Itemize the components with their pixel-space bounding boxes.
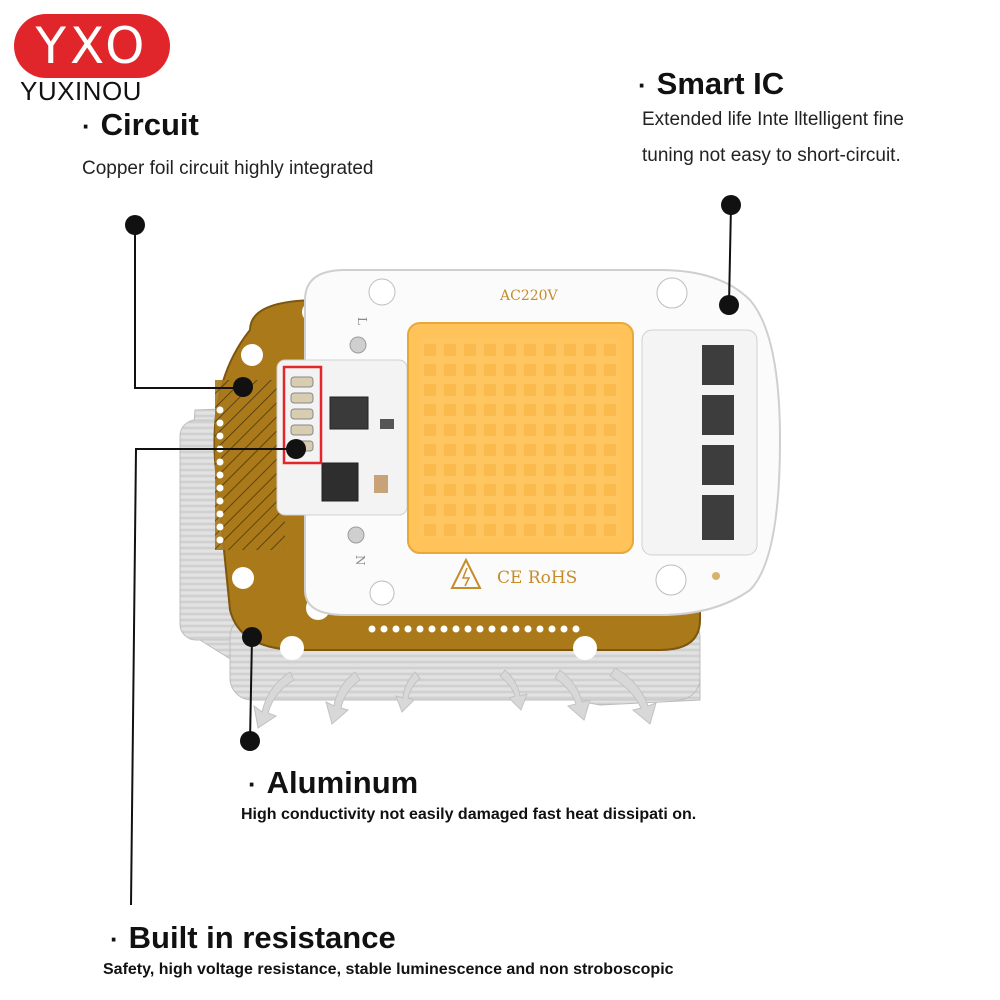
ic-chip-4 — [702, 495, 734, 540]
bullet: · — [248, 769, 257, 799]
copper-hatch-left — [215, 380, 285, 550]
pcb-notch — [232, 567, 254, 589]
bullet: · — [638, 70, 647, 100]
circuit-leader-dot-end — [233, 377, 253, 397]
mount-hole — [368, 278, 396, 306]
resistance-description: Safety, high voltage resistance, stable … — [103, 961, 674, 978]
aluminum-title: Aluminum — [266, 765, 419, 800]
smart-ic-leader-dot-top — [721, 195, 741, 215]
pcb-notch — [573, 636, 597, 660]
ic-chip-3 — [702, 445, 734, 485]
aluminum-leader-line — [249, 636, 253, 742]
brand-name: YUXINOU — [20, 76, 142, 106]
cert-label: CE RoHS — [497, 568, 577, 588]
pin-n-label: N — [353, 555, 367, 566]
voltage-label: AC220V — [499, 288, 559, 304]
circuit-description: Copper foil circuit highly integrated — [82, 158, 374, 179]
resistance-heading: · Built in resistance — [110, 920, 396, 956]
ic-chip-1 — [702, 345, 734, 385]
aluminum-description: High conductivity not easily damaged fas… — [241, 806, 697, 823]
smd-capacitor — [374, 475, 388, 493]
bullet: · — [82, 111, 91, 141]
circuit-leader-dot-top — [125, 215, 145, 235]
circuit-leader-line — [134, 225, 243, 389]
driver-chip — [329, 396, 369, 430]
resistance-highlight-box — [282, 365, 323, 465]
mount-hole — [655, 564, 687, 596]
pcb-notch — [241, 344, 263, 366]
aluminum-leader-dot-end — [240, 731, 260, 751]
warning-icon — [450, 557, 482, 589]
resistance-title: Built in resistance — [128, 920, 396, 955]
led-grid — [420, 338, 620, 538]
bullet: · — [110, 924, 119, 954]
smart-ic-leader-line — [728, 204, 732, 306]
pcb-notch — [280, 636, 304, 660]
driver-chip-ic — [321, 462, 359, 502]
copper-pad-row — [368, 625, 580, 633]
aluminum-leader-dot-top — [242, 627, 262, 647]
smd-component — [380, 419, 394, 429]
logo-badge — [14, 14, 170, 78]
mount-hole — [656, 277, 688, 309]
smart-ic-leader-dot-end — [719, 295, 739, 315]
mount-hole — [369, 580, 395, 606]
resistance-leader-dot — [286, 439, 306, 459]
solder-pad-l — [349, 336, 367, 354]
ic-area — [641, 329, 758, 556]
smart-ic-description-line1: Extended life Inte lltelligent fine — [642, 109, 904, 130]
smart-ic-title: Smart IC — [656, 66, 785, 101]
logo-mark: YXO — [35, 17, 149, 75]
smart-ic-description-line2: tuning not easy to short-circuit. — [642, 145, 901, 166]
resistance-leader-line — [130, 448, 296, 906]
fiducial-dot — [712, 572, 720, 580]
heat-arrows — [253, 667, 657, 729]
circuit-title: Circuit — [100, 107, 199, 142]
aluminum-heading: · Aluminum — [248, 765, 418, 801]
solder-pad-n — [347, 526, 365, 544]
ic-chip-2 — [702, 395, 734, 435]
smart-ic-heading: · Smart IC — [638, 66, 784, 102]
pin-l-label: L — [355, 317, 369, 325]
circuit-heading: · Circuit — [82, 107, 199, 143]
